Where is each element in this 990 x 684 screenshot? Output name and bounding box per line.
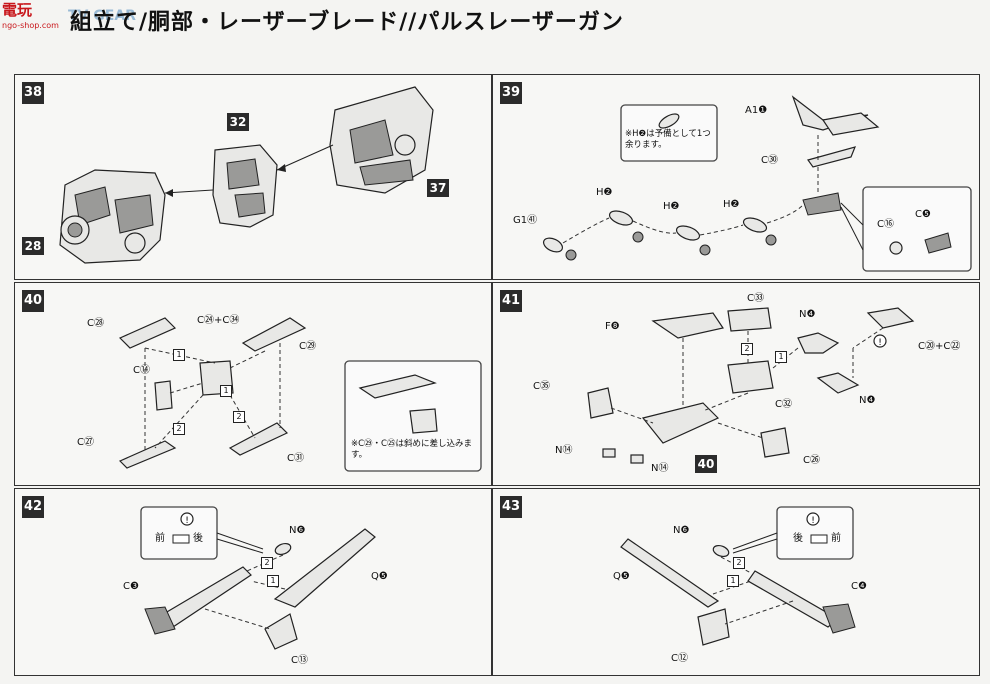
label-c35: C㉟ — [533, 381, 550, 392]
step-41-illustration: ! — [587, 307, 915, 464]
label-n14-b: N⑭ — [651, 463, 669, 474]
step-number: 42 — [22, 496, 44, 518]
label-c26: C㉖ — [803, 455, 820, 466]
label-front: 前 — [831, 533, 841, 544]
hose-chain — [542, 204, 804, 261]
part-32 — [212, 144, 278, 228]
order-1-tag: 1 — [775, 351, 787, 363]
order-2-tag: 2 — [741, 343, 753, 355]
label-c4: C❹ — [851, 581, 867, 592]
part-label-32: 32 — [227, 113, 249, 131]
step-38-panel: 38 32 37 28 — [14, 74, 492, 280]
part-label-37: 37 — [427, 179, 449, 197]
label-n4-b: N❹ — [859, 395, 876, 406]
part-label-28: 28 — [22, 237, 44, 255]
logo-brand: 電玩 — [2, 1, 33, 19]
label-front: 前 — [155, 533, 165, 544]
order-2-tag: 2 — [261, 557, 273, 569]
svg-text:!: ! — [185, 516, 189, 526]
label-back: 後 — [193, 533, 203, 544]
order-2-tag: 2 — [233, 411, 245, 423]
order-2-tag: 2 — [733, 557, 745, 569]
page-title: 組立て/胴部・レーザーブレード//パルスレーザーガン — [70, 10, 624, 35]
step-40-panel: 40 C㉘ C㉔+C㉞ C㉙ C⑭ C㉗ C㉛ 1 1 2 2 ※C㉙・C㉕は斜… — [14, 282, 492, 486]
label-c29: C㉙ — [299, 341, 316, 352]
label-c5: C❺ — [915, 209, 931, 220]
logo-url: ngo-shop.com — [2, 21, 59, 30]
order-1-tag: 1 — [727, 575, 739, 587]
note-text: ※H❷は予備として1つ余ります。 — [625, 129, 711, 150]
label-g1: G1㊶ — [513, 215, 538, 226]
step-number: 39 — [500, 82, 522, 104]
spare-part-note: ※H❷は予備として1つ余ります。 — [621, 105, 717, 161]
label-h2-a: H❷ — [596, 187, 613, 198]
page-header: 電玩 ngo-shop.com TV GEAR 組立て/胴部・レーザーブレード/… — [0, 0, 990, 40]
site-logo: 電玩 ngo-shop.com — [2, 2, 66, 36]
step-42-illustration: ! — [140, 506, 376, 650]
step-42-panel: 42 ! 前 後 N❻ C❸ Q❺ C⑬ 2 1 — [14, 488, 492, 676]
label-back: 後 — [793, 533, 803, 544]
label-n14-a: N⑭ — [555, 445, 573, 456]
label-c33: C㉝ — [747, 293, 764, 304]
label-n6: N❻ — [673, 525, 690, 536]
label-q5: Q❺ — [613, 571, 630, 582]
label-c32: C㉜ — [775, 399, 792, 410]
step-39-panel: 39 — [492, 74, 980, 280]
watermark: TV GEAR — [68, 8, 136, 24]
order-1-tag: 1 — [173, 349, 185, 361]
label-c3: C❸ — [123, 581, 139, 592]
label-q5: Q❺ — [371, 571, 388, 582]
label-f8: F❽ — [605, 321, 620, 332]
note-text: ※C㉙・C㉕は斜めに差し込みます。 — [351, 439, 472, 460]
label-h2-c: H❷ — [723, 199, 740, 210]
label-c13: C⑬ — [291, 655, 308, 666]
label-c30: C㉚ — [761, 155, 778, 166]
step-41-panel: 41 ! F❽ C㉝ N❹ C⑳+C㉒ C㉟ C㉜ N❹ N⑭ N⑭ C㉖ 40… — [492, 282, 980, 486]
label-c24-c34: C㉔+C㉞ — [197, 315, 240, 326]
label-c31: C㉛ — [287, 453, 304, 464]
part-37 — [329, 86, 434, 194]
order-1-tag: 1 — [267, 575, 279, 587]
label-c28: C㉘ — [87, 318, 104, 329]
step-39-illustration — [542, 95, 972, 272]
label-h2-b: H❷ — [663, 201, 680, 212]
step-number: 38 — [22, 82, 44, 104]
label-c16: C⑯ — [877, 219, 894, 230]
label-c20-c22: C⑳+C㉒ — [918, 341, 961, 352]
step-43-panel: 43 ! 後 前 N❻ Q❺ C❹ C⑫ 2 1 — [492, 488, 980, 676]
step-38-illustration — [59, 86, 434, 264]
step-43-illustration: ! — [620, 506, 856, 646]
label-c12: C⑫ — [671, 653, 688, 664]
insert-note: ※C㉙・C㉕は斜めに差し込みます。 — [345, 361, 481, 471]
label-n4-a: N❹ — [799, 309, 816, 320]
body-assembly-28 — [59, 169, 166, 264]
order-2-tag: 2 — [173, 423, 185, 435]
svg-text:!: ! — [878, 338, 882, 348]
step-40-illustration — [118, 317, 482, 472]
label-a1: A1❶ — [745, 105, 768, 116]
step-number: 40 — [22, 290, 44, 312]
step-number: 41 — [500, 290, 522, 312]
order-1-tag: 1 — [220, 385, 232, 397]
ref-step-40: 40 — [695, 455, 717, 473]
label-n6: N❻ — [289, 525, 306, 536]
svg-text:!: ! — [811, 516, 815, 526]
label-c27: C㉗ — [77, 437, 94, 448]
label-c14: C⑭ — [133, 365, 150, 376]
step-number: 43 — [500, 496, 522, 518]
